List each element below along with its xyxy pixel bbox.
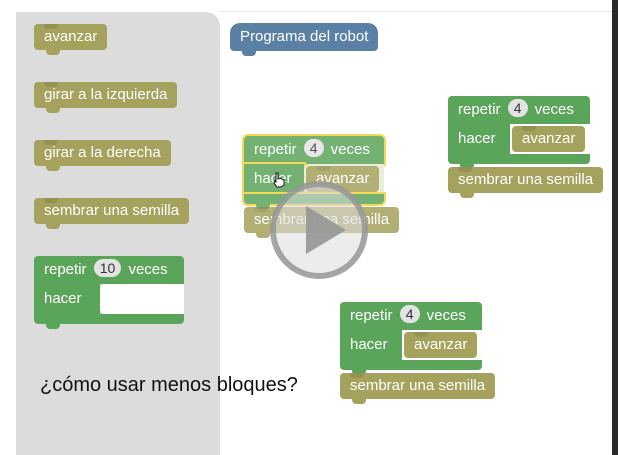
toolbox-block-sembrar[interactable]: sembrar una semilla bbox=[34, 198, 190, 229]
toolbox-block-girar-izquierda[interactable]: girar a la izquierda bbox=[34, 82, 178, 113]
toolbox-block-avanzar[interactable]: avanzar bbox=[34, 24, 108, 55]
inner-block-avanzar[interactable]: avanzar bbox=[512, 126, 586, 152]
inner-block-avanzar[interactable]: avanzar bbox=[404, 332, 478, 358]
repeat-prefix: repetir bbox=[458, 101, 501, 118]
repeat-suffix: veces bbox=[534, 101, 574, 118]
repeat-do-label: hacer bbox=[448, 124, 510, 154]
toolbox-block-girar-derecha[interactable]: girar a la derecha bbox=[34, 140, 171, 171]
block-label: girar a la izquierda bbox=[44, 86, 168, 103]
repeat-count-field[interactable]: 4 bbox=[303, 139, 324, 157]
repeat-suffix: veces bbox=[128, 261, 168, 278]
repeat-count-field[interactable]: 4 bbox=[399, 305, 420, 323]
block-label: avanzar bbox=[522, 130, 576, 147]
repeat-footer bbox=[34, 314, 184, 329]
repeat-do-label: hacer bbox=[340, 330, 402, 360]
caption-text: ¿cómo usar menos bloques? bbox=[40, 374, 298, 396]
repeat-footer bbox=[448, 154, 590, 169]
block-label: sembrar una semilla bbox=[350, 377, 486, 394]
left-margin bbox=[0, 0, 16, 455]
repeat-count-field[interactable]: 4 bbox=[507, 99, 528, 117]
block-label: sembrar una semilla bbox=[44, 202, 180, 219]
workspace-block-sembrar-c[interactable]: sembrar una semilla bbox=[340, 373, 496, 404]
repeat-suffix: veces bbox=[426, 307, 466, 324]
repeat-suffix: veces bbox=[330, 141, 370, 158]
workspace-block-sembrar-b[interactable]: sembrar una semilla bbox=[448, 167, 604, 198]
block-label: sembrar una semilla bbox=[458, 171, 594, 188]
block-label: avanzar bbox=[44, 28, 98, 45]
repeat-header: repetir 10 veces bbox=[34, 256, 184, 284]
repeat-header: repetir 4 veces bbox=[340, 302, 482, 330]
block-label: avanzar bbox=[414, 336, 468, 353]
right-border bbox=[612, 0, 618, 455]
repeat-header: repetir 4 veces bbox=[244, 136, 384, 164]
program-hat-block[interactable]: Programa del robot bbox=[230, 23, 379, 56]
play-icon[interactable] bbox=[266, 180, 372, 280]
workspace-top-border bbox=[220, 11, 612, 12]
repeat-prefix: repetir bbox=[254, 141, 297, 158]
repeat-prefix: repetir bbox=[350, 307, 393, 324]
repeat-footer bbox=[340, 360, 482, 375]
block-label: girar a la derecha bbox=[44, 144, 161, 161]
repeat-header: repetir 4 veces bbox=[448, 96, 590, 124]
hand-cursor-icon bbox=[273, 172, 285, 188]
repeat-prefix: repetir bbox=[44, 261, 87, 278]
toolbox-flyout: avanzar girar a la izquierda girar a la … bbox=[16, 12, 220, 455]
repeat-do-label: hacer bbox=[34, 284, 100, 314]
repeat-slot bbox=[100, 284, 184, 314]
hat-label: Programa del robot bbox=[240, 28, 369, 45]
repeat-count-field[interactable]: 10 bbox=[93, 259, 122, 277]
